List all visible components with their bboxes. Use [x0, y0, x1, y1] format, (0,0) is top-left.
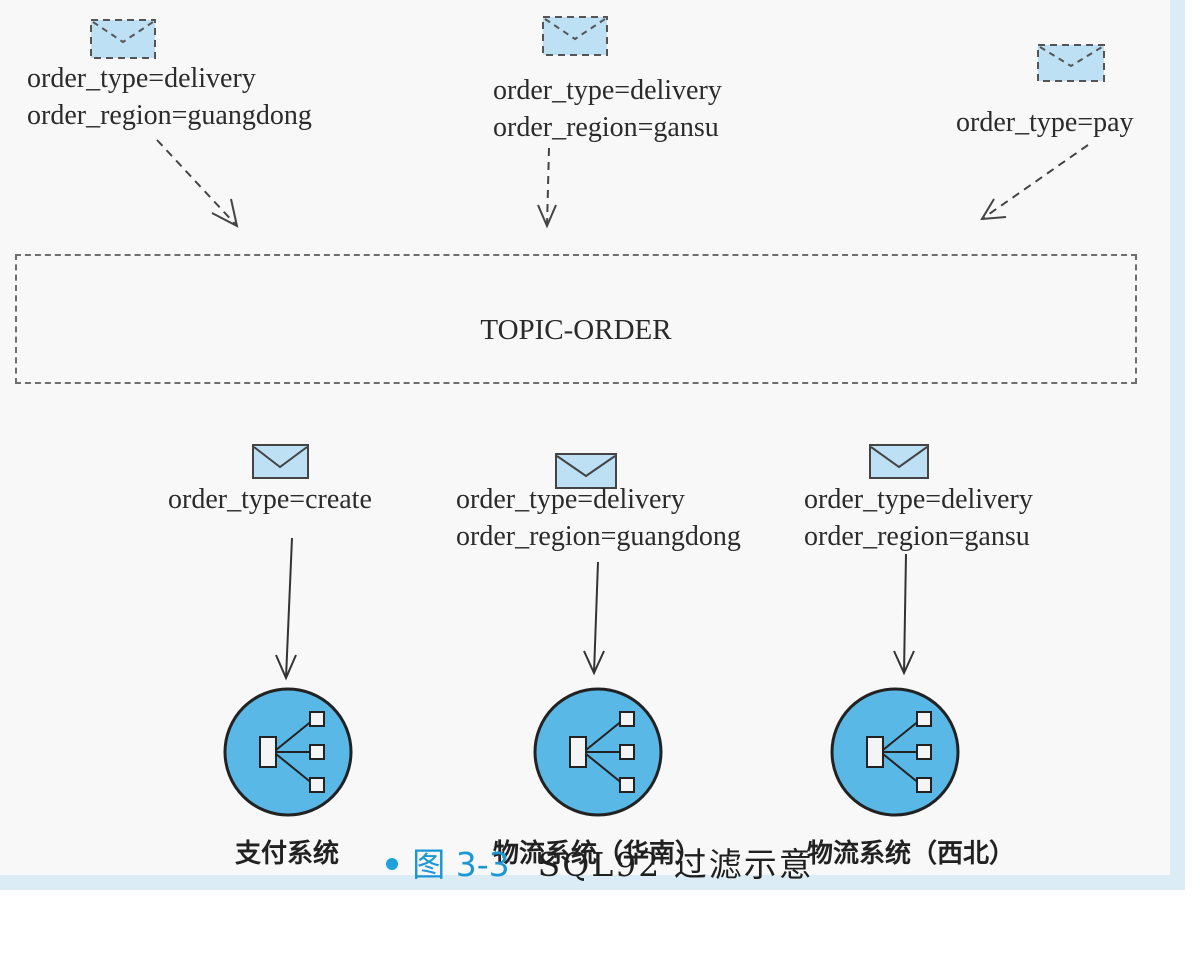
- consumer-attr-line: order_region=gansu: [804, 521, 1030, 552]
- consumer-filter-label: order_type=create: [168, 481, 372, 518]
- consumer-arrow: [275, 537, 297, 681]
- consumer-filter-label: order_type=delivery order_region=guangdo…: [456, 481, 741, 555]
- consumer-envelope-icon: [869, 444, 929, 479]
- consumer-envelope-icon: [252, 444, 309, 479]
- producer-message-label: order_type=delivery order_region=gansu: [493, 72, 722, 146]
- producer-attr-line: order_type=delivery: [493, 75, 722, 106]
- system-name: 物流系统（西北）: [806, 839, 1016, 869]
- producer-envelope-icon: [1037, 44, 1105, 82]
- figure-number: 图 3-3: [412, 845, 510, 884]
- producer-arrow: [537, 147, 557, 229]
- producer-envelope-icon: [542, 16, 608, 56]
- producer-message-label: order_type=delivery order_region=guangdo…: [27, 60, 312, 134]
- producer-attr-line: order_type=delivery: [27, 63, 256, 94]
- consumer-attr-line: order_type=delivery: [804, 484, 1033, 515]
- topic-box: TOPIC-ORDER: [15, 254, 1137, 384]
- producer-attr-line: order_type=pay: [956, 107, 1134, 138]
- consumer-arrow: [583, 561, 605, 676]
- system-network-icon: [533, 687, 663, 817]
- figure-caption: 图 3-3 SQL92 过滤示意: [0, 838, 1200, 886]
- producer-arrow: [156, 139, 239, 228]
- producer-arrow: [980, 144, 1089, 221]
- consumer-filter-label: order_type=delivery order_region=gansu: [804, 481, 1033, 555]
- system-network-icon: [223, 687, 353, 817]
- producer-attr-line: order_region=guangdong: [27, 100, 312, 131]
- consumer-arrow: [893, 553, 915, 676]
- system-name: 支付系统: [234, 839, 340, 869]
- producer-envelope-icon: [90, 19, 156, 59]
- consumer-attr-line: order_type=create: [168, 484, 372, 515]
- producer-attr-line: order_region=gansu: [493, 112, 719, 143]
- bullet-dot-icon: [386, 858, 399, 871]
- consumer-envelope-icon: [555, 453, 617, 489]
- figure-title: SQL92 过滤示意: [537, 845, 814, 884]
- producer-message-label: order_type=pay: [956, 104, 1134, 141]
- topic-name: TOPIC-ORDER: [480, 314, 672, 346]
- consumer-attr-line: order_type=delivery: [456, 484, 685, 515]
- system-network-icon: [830, 687, 960, 817]
- consumer-attr-line: order_region=guangdong: [456, 521, 741, 552]
- system-name: 物流系统（华南）: [492, 839, 702, 869]
